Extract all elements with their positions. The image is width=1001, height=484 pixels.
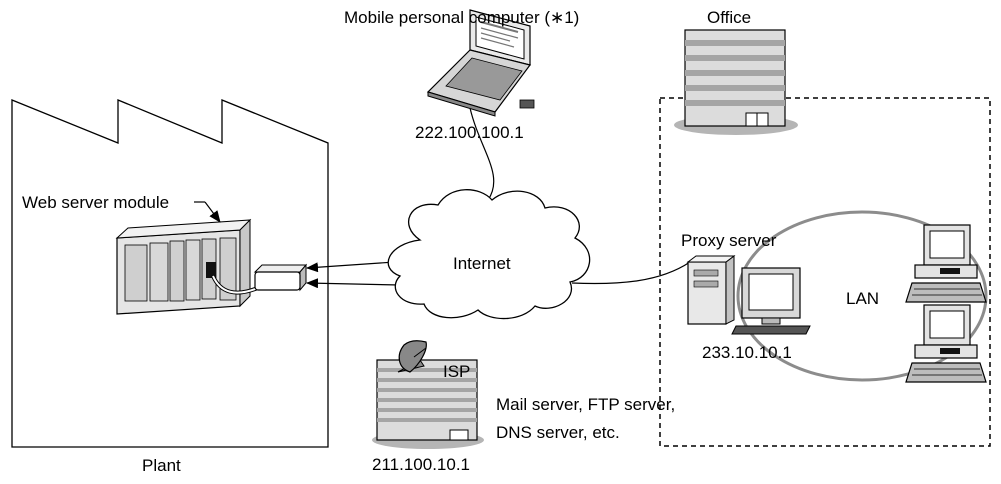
mobile-pc-ip: 222.100.100.1: [415, 123, 524, 142]
lan-pc-top-icon: [905, 224, 987, 303]
proxy-server-label: Proxy server: [681, 231, 777, 250]
internet-proxy-link: [571, 261, 691, 285]
proxy-server-monitor-icon: [731, 267, 811, 335]
proxy-server-ip: 233.10.10.1: [702, 343, 792, 362]
isp-ip: 211.100.10.1: [372, 455, 470, 474]
internet-arrow-lower: [306, 278, 401, 289]
plant-label: Plant: [142, 456, 181, 475]
office-lan-zone: [659, 97, 991, 447]
proxy-server-tower-icon: [686, 255, 736, 325]
lan-label: LAN: [846, 289, 880, 308]
internet-label: Internet: [453, 254, 511, 273]
isp-label: ISP: [443, 362, 471, 381]
office-building-icon: [674, 29, 798, 135]
web-server-module-icon: [115, 218, 261, 315]
internet-cloud: [387, 189, 591, 320]
modem-icon: [253, 263, 308, 292]
web-server-module-pointer: [204, 201, 221, 223]
isp-services-line1: Mail server, FTP server,: [496, 395, 676, 414]
lan-pc-bottom-icon: [905, 304, 987, 383]
isp-building-icon: [372, 359, 484, 449]
isp-services-line2: DNS server, etc.: [496, 423, 620, 442]
office-label: Office: [707, 8, 752, 27]
laptop-icon: [426, 9, 535, 117]
internet-arrow-upper: [306, 261, 396, 273]
web-server-module-label: Web server module: [22, 193, 170, 212]
mobile-pc-label: Mobile personal computer (∗1): [344, 8, 580, 27]
satellite-dish-icon: [397, 340, 427, 373]
lan-ring: [736, 210, 988, 382]
